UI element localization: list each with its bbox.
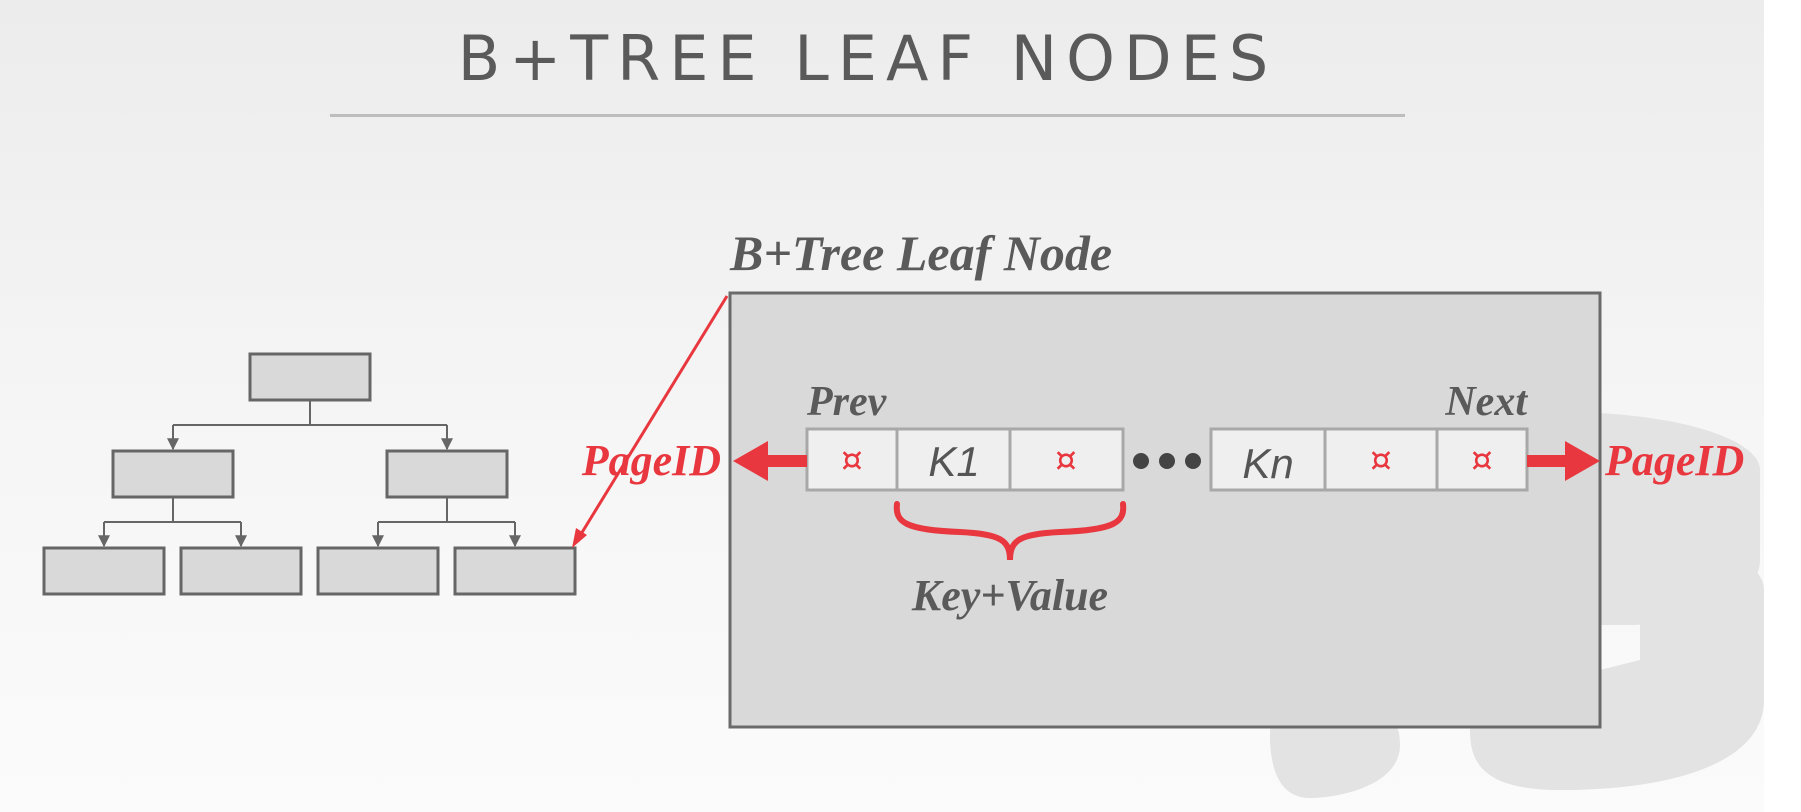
pointer-icon: ¤ [841, 440, 863, 480]
next-pageid-label: PageID [1604, 436, 1744, 485]
prev-pageid-label: PageID [581, 436, 721, 485]
key-value-brace [893, 501, 1127, 561]
tree-leaf-node [42, 546, 166, 596]
pointer-icon: ¤ [1471, 440, 1493, 480]
tree-edges [98, 400, 521, 548]
title-divider [330, 114, 1405, 117]
key-k1-text: K1 [928, 438, 979, 485]
leaf-node-heading: B+Tree Leaf Node [729, 225, 1112, 281]
next-label: Next [1444, 379, 1528, 425]
leaf-node-container [728, 291, 1602, 729]
key-kn-text: Kn [1242, 440, 1293, 487]
tree-leaf-node [316, 546, 440, 596]
slide-title: B+TREE LEAF NODES [457, 22, 1278, 95]
right-cells [1209, 427, 1529, 492]
pointer-icon: ¤ [1055, 440, 1077, 480]
tree-inner-node-right [385, 449, 509, 499]
ellipsis-dots [1133, 453, 1201, 469]
tree-leaf-node-highlighted [453, 546, 577, 596]
tree-inner-node-left [111, 449, 235, 499]
tree-leaf-node [179, 546, 303, 596]
prev-label: Prev [806, 379, 888, 425]
left-cells [805, 427, 1125, 492]
prev-pageid-arrow [733, 441, 807, 481]
next-pointer-cell [1435, 427, 1529, 492]
mini-tree [42, 352, 577, 596]
value-cell [1008, 427, 1125, 492]
value-cell [1323, 427, 1439, 492]
next-pageid-arrow [1527, 441, 1600, 481]
tree-root-node [248, 352, 372, 402]
zoom-connector-arrow [572, 295, 729, 548]
key-value-label: Key+Value [911, 571, 1108, 620]
pointer-icon: ¤ [1370, 440, 1392, 480]
key-cell-kn [1209, 427, 1327, 492]
slide-edge-strip [1764, 0, 1801, 812]
